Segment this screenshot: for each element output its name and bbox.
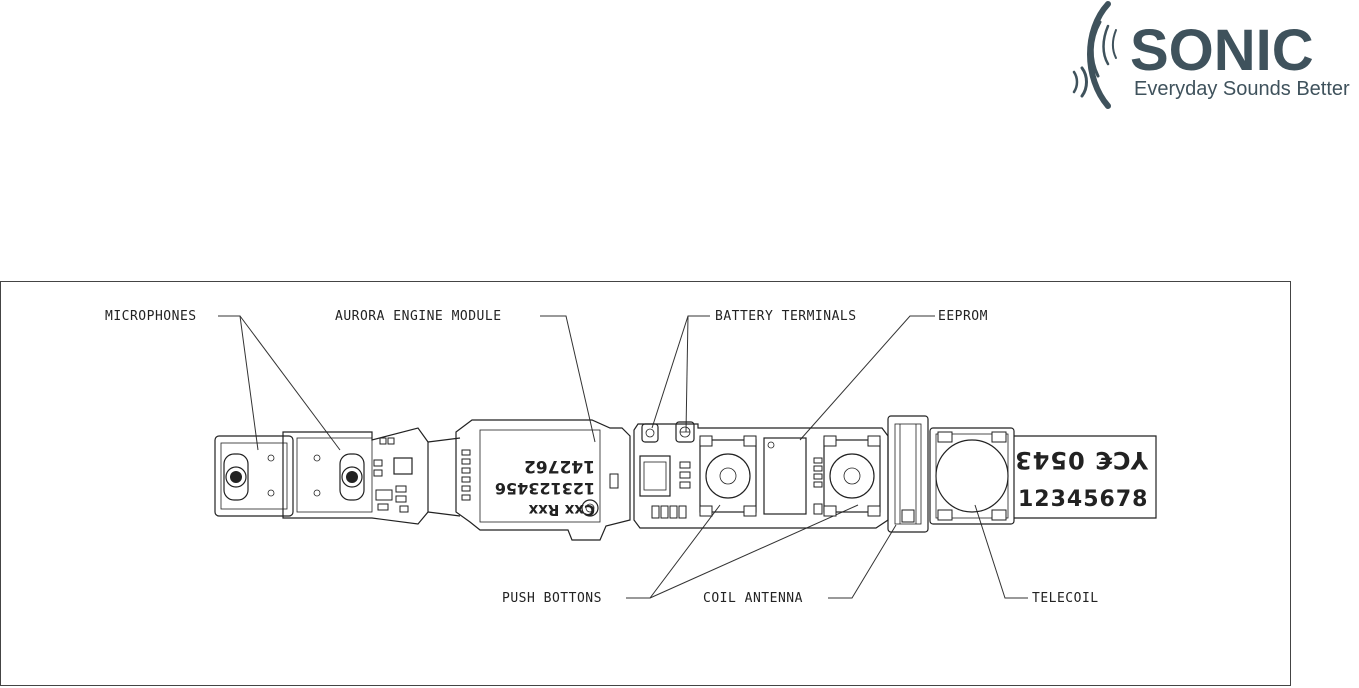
label-telecoil: TELECOIL <box>1032 591 1099 606</box>
telecoil <box>930 428 1014 524</box>
certification-tab: YC€ 0543 12345678 <box>1014 436 1156 518</box>
battery-and-buttons-board <box>634 422 888 528</box>
ce-mark-text: YC€ 0543 <box>1014 446 1149 474</box>
coil-antenna <box>888 416 928 532</box>
label-push-buttons: PUSH BOTTONS <box>502 591 602 606</box>
microphone-section <box>215 428 428 524</box>
module-id: 142762 <box>524 456 595 476</box>
label-microphones: MICROPHONES <box>105 309 197 324</box>
label-coil-antenna: COIL ANTENNA <box>703 591 803 606</box>
module-serial: 123123456 <box>495 479 595 498</box>
label-eeprom: EEPROM <box>938 309 988 324</box>
label-battery-terminals: BATTERY TERMINALS <box>715 309 857 324</box>
module-code-cxx-rxx: Cxx Rxx <box>528 501 595 519</box>
label-aurora-engine-module: AURORA ENGINE MODULE <box>335 309 502 324</box>
leader-lines <box>218 316 1028 598</box>
serial-number: 12345678 <box>1018 487 1148 512</box>
aurora-engine-module: Cxx Rxx 123123456 142762 <box>456 420 630 540</box>
